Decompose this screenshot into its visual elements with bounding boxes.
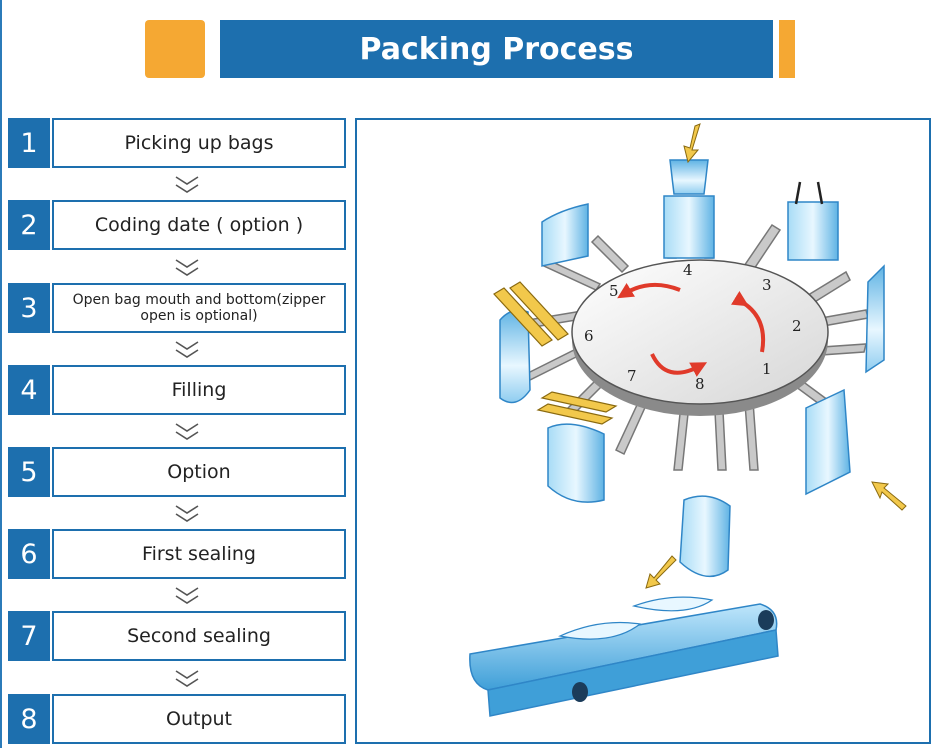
step-label: Coding date ( option )	[52, 200, 346, 250]
station-label-5: 5	[609, 282, 619, 300]
rotation-arrow-icon	[730, 290, 765, 353]
step-number: 1	[8, 118, 50, 168]
arrow-icon	[871, 481, 907, 511]
station-label-2: 2	[792, 317, 802, 335]
step-label: Option	[52, 447, 346, 497]
step-label: First sealing	[52, 529, 346, 579]
step-label: Picking up bags	[52, 118, 346, 168]
station-labels: 1 2 3 4 5 6 7 8	[584, 261, 802, 393]
step-6: 6 First sealing	[8, 529, 346, 579]
bag-icon	[558, 621, 642, 640]
chevron-down-icon	[175, 670, 199, 687]
sealer-jaw-icon	[536, 403, 614, 425]
step-2: 2 Coding date ( option )	[8, 200, 346, 250]
step-number: 3	[8, 283, 50, 333]
bag-icon	[547, 423, 605, 503]
step-3: 3 Open bag mouth and bottom(zipper open …	[8, 283, 346, 333]
rotary-packing-machine-diagram: 1 2 3 4 5 6 7 8	[469, 123, 907, 717]
step-number: 4	[8, 365, 50, 415]
bag-icon	[787, 201, 839, 261]
dropped-bag-icon	[679, 495, 731, 578]
flow-arrows	[645, 123, 907, 589]
station-label-8: 8	[695, 375, 705, 393]
bag-icon	[541, 203, 589, 267]
step-7: 7 Second sealing	[8, 611, 346, 661]
sealer-jaw-icon	[540, 391, 618, 413]
bag-icon	[805, 388, 851, 496]
station-label-4: 4	[683, 261, 693, 279]
step-label: Filling	[52, 365, 346, 415]
step-number: 8	[8, 694, 50, 744]
step-number: 6	[8, 529, 50, 579]
step-number: 7	[8, 611, 50, 661]
chevron-down-icon	[175, 341, 199, 358]
header-accent-stripe	[779, 20, 795, 78]
sealing-jaws	[493, 281, 618, 425]
rotation-arrows	[617, 282, 765, 377]
step-5: 5 Option	[8, 447, 346, 497]
step-number: 5	[8, 447, 50, 497]
bag-icon	[663, 195, 715, 259]
process-steps-list: 1 Picking up bags 2 Coding date ( option…	[0, 0, 350, 748]
step-8: 8 Output	[8, 694, 346, 744]
rotary-table	[571, 259, 829, 405]
bag-icon	[499, 309, 531, 404]
left-frame-line	[0, 0, 2, 748]
sealer-jaw-icon	[493, 287, 553, 347]
station-label-6: 6	[584, 327, 594, 345]
bag-icon	[669, 159, 709, 195]
station-label-3: 3	[762, 276, 772, 294]
chevron-down-icon	[175, 505, 199, 522]
arrow-icon	[645, 555, 677, 589]
bag-pins	[794, 181, 824, 205]
rotation-arrow-icon	[650, 353, 708, 377]
bags	[499, 159, 885, 578]
chevron-down-icon	[175, 259, 199, 276]
rotation-arrow-icon	[617, 282, 681, 299]
step-label: Output	[52, 694, 346, 744]
step-label: Open bag mouth and bottom(zipper open is…	[52, 283, 346, 333]
bag-icon	[865, 264, 885, 374]
output-conveyor	[469, 596, 779, 717]
chevron-down-icon	[175, 176, 199, 193]
bag-icon	[631, 596, 714, 612]
sealer-jaw-icon	[509, 281, 569, 341]
arrow-icon	[683, 123, 701, 164]
station-label-7: 7	[627, 367, 637, 385]
page-title: Packing Process	[220, 20, 773, 78]
step-number: 2	[8, 200, 50, 250]
header-accent-square	[145, 20, 205, 78]
station-label-1: 1	[762, 360, 772, 378]
chevron-down-icon	[175, 423, 199, 440]
step-4: 4 Filling	[8, 365, 346, 415]
chevron-down-icon	[175, 587, 199, 604]
step-1: 1 Picking up bags	[8, 118, 346, 168]
step-label: Second sealing	[52, 611, 346, 661]
